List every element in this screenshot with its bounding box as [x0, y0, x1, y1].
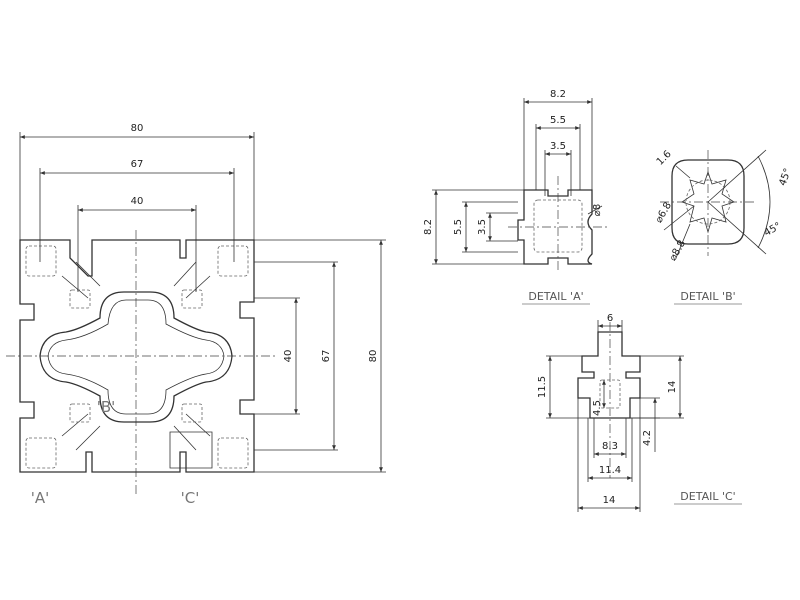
leader-inner: [663, 205, 695, 231]
channel-pocket-top-left: [69, 289, 91, 309]
detail-a-dim-left-outer: 8.2: [423, 219, 434, 235]
dim-width-mid: 67: [131, 159, 144, 170]
leader-hole: [587, 205, 603, 215]
detail-a-title: DETAIL 'A': [528, 290, 583, 303]
corner-slot-top-right: [217, 245, 249, 277]
detail-b-dim-wall: 1.6: [655, 149, 674, 168]
detail-a-dim-top-inner: 3.5: [550, 141, 566, 152]
profile-core-inner: [47, 299, 225, 415]
dim-width-outer: 80: [131, 123, 144, 134]
leader-outer: [675, 223, 691, 259]
label-detail-c: 'C': [181, 489, 200, 507]
channel-pocket-bottom-left: [69, 403, 91, 423]
detail-a-dim-hole: ⌀8: [592, 204, 603, 216]
dim-height-inner: 40: [283, 350, 294, 363]
detail-b-angle-arc: [757, 155, 771, 249]
detail-c-dim-w3: 14: [603, 495, 616, 506]
detail-b-dim-angle-bottom: 45°: [762, 221, 783, 239]
detail-c-view: 6 11.5 14 4.5 4.2 8.3 11.4 14 DETAIL 'C': [537, 313, 742, 512]
detail-a-dim-top-mid: 5.5: [550, 115, 566, 126]
detail-c-ring: [169, 431, 213, 469]
detail-c-outline: [577, 331, 641, 419]
detail-a-dim-left-inner: 3.5: [477, 219, 488, 235]
corner-slot-bottom-right: [217, 437, 249, 469]
detail-b-outline: [671, 159, 745, 245]
channel-pocket-bottom-right: [181, 403, 203, 423]
corner-slot-top-left: [25, 245, 57, 277]
leader-wall: [675, 165, 691, 179]
main-profile-view: 80 67 40 40 67 80 'A' 'B' 'C': [6, 123, 386, 507]
dim-height-outer: 80: [368, 350, 379, 363]
label-detail-a: 'A': [31, 489, 50, 507]
detail-c-title: DETAIL 'C': [680, 490, 735, 503]
detail-c-dim-top: 6: [607, 313, 613, 324]
label-detail-b: 'B': [97, 398, 116, 416]
detail-b-dim-inner: ⌀6.8: [654, 201, 674, 225]
detail-c-dim-w1: 8.3: [602, 441, 618, 452]
profile-core: [39, 291, 233, 423]
detail-a-outline: [517, 189, 593, 265]
detail-c-dim-w2: 11.4: [599, 465, 621, 476]
detail-a-dim-top-outer: 8.2: [550, 89, 566, 100]
detail-b-dim-angle-top: 45°: [777, 167, 793, 187]
detail-c-dim-inner-v: 4.5: [592, 400, 603, 416]
detail-a-view: 8.2 5.5 3.5 8.2 5.5 3.5 ⌀8 DETAIL 'A': [423, 89, 608, 305]
dim-width-inner: 40: [131, 196, 144, 207]
detail-c-dim-depth: 4.2: [642, 430, 653, 446]
detail-b-dim-outer: ⌀8.8: [668, 239, 688, 263]
corner-slot-bottom-left: [25, 437, 57, 469]
detail-c-dim-right: 14: [667, 381, 678, 394]
detail-c-dim-left: 11.5: [537, 376, 548, 398]
detail-b-view: 1.6 ⌀6.8 ⌀8.8 45° 45° DETAIL 'B': [654, 149, 794, 305]
profile-outline: [19, 239, 255, 473]
detail-b-diag-2: [707, 201, 767, 255]
channel-pocket-top-right: [181, 289, 203, 309]
detail-b-title: DETAIL 'B': [680, 290, 735, 303]
profile-web-lines: [61, 261, 211, 451]
detail-b-diag-1: [707, 149, 767, 203]
detail-a-dim-left-mid: 5.5: [453, 219, 464, 235]
dim-height-mid: 67: [321, 350, 332, 363]
